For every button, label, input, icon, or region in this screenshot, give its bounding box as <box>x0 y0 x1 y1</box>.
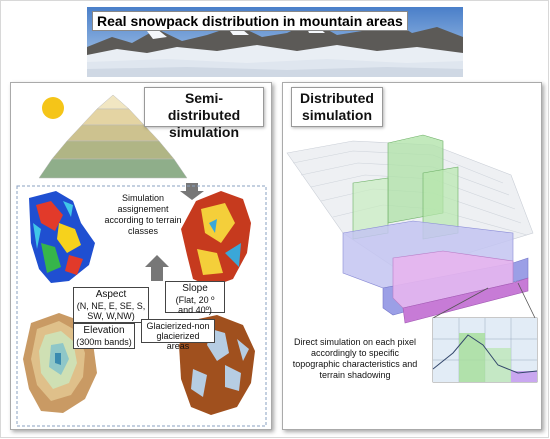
slope-map <box>181 191 251 287</box>
distributed-graphics <box>286 134 538 383</box>
purple-columns <box>342 220 529 324</box>
slope-title: Slope <box>182 283 208 294</box>
zoom-line-right <box>517 282 536 319</box>
aspect-label: Aspect (N, NE, E, SE, S, SW, W,NW) <box>73 287 149 323</box>
pixel-inset <box>432 317 538 383</box>
zoom-line-left <box>432 287 489 319</box>
semi-distributed-title: Semi-distributed simulation <box>144 87 264 140</box>
distributed-panel: Distributed simulation Direct simulation… <box>282 82 542 430</box>
aspect-map <box>29 191 95 283</box>
snowpack-banner: Real snowpack distribution in mountain a… <box>87 7 463 77</box>
slope-detail: (Flat, 20 º and 40º) <box>175 295 215 315</box>
arrow-down-icon <box>180 183 204 200</box>
elevation-label: Elevation (300m bands) <box>73 323 135 349</box>
distributed-caption: Direct simulation on each pixel accordin… <box>292 337 418 380</box>
assignment-text: Simulation assignement according to terr… <box>104 193 182 236</box>
aspect-title: Aspect <box>95 289 127 300</box>
glacier-label: Glacierized-non glacierized areas <box>141 319 215 351</box>
semi-distributed-panel: Semi-distributed simulation Simulation a… <box>10 82 272 430</box>
sun-icon <box>42 97 64 119</box>
elevation-detail: (300m bands) <box>76 337 132 347</box>
slope-label: Slope (Flat, 20 º and 40º) <box>165 281 225 315</box>
terrain-class-pyramid <box>38 94 188 179</box>
green-columns <box>352 134 459 240</box>
distributed-title: Distributed simulation <box>291 87 383 127</box>
aspect-detail: (N, NE, E, SE, S, SW, W,NW) <box>76 301 146 321</box>
arrow-up-icon <box>145 255 169 281</box>
banner-title: Real snowpack distribution in mountain a… <box>92 11 408 31</box>
elevation-title: Elevation <box>83 325 125 336</box>
